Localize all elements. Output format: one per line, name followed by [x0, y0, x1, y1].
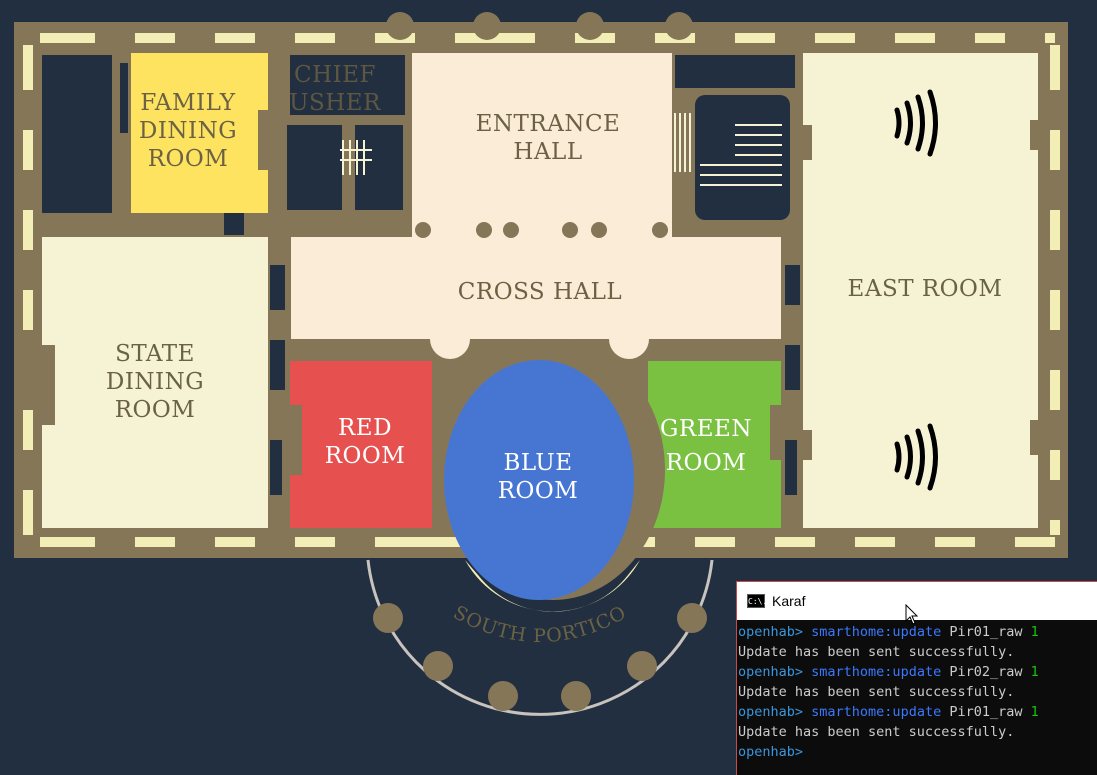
- console-argument: Pir01_raw: [941, 704, 1023, 720]
- room-state-dining[interactable]: [42, 237, 268, 528]
- room-blue[interactable]: [444, 360, 634, 600]
- columns: [415, 222, 668, 238]
- room-red[interactable]: [290, 361, 432, 528]
- console-command-line: openhab> smarthome:update Pir01_raw 1: [738, 622, 1097, 642]
- room-label-line: DINING: [139, 118, 237, 144]
- console-value: 1: [1022, 704, 1039, 720]
- room-label-line: ROOM: [498, 478, 579, 504]
- room-label-line: GREEN: [660, 416, 752, 442]
- room-cross-hall[interactable]: [291, 237, 781, 339]
- room-label-line: ROOM: [148, 146, 229, 172]
- room-label-line: ROOM: [115, 397, 196, 423]
- console-value: 1: [1022, 664, 1039, 680]
- room-family-dining[interactable]: [131, 53, 268, 213]
- console-prompt: openhab>: [738, 664, 804, 680]
- room-label-line: HALL: [513, 139, 582, 165]
- console-argument: Pir01_raw: [941, 624, 1023, 640]
- console-prompt: openhab>: [738, 624, 804, 640]
- room-label-line: BLUE: [503, 450, 572, 476]
- room-entrance-hall[interactable]: [412, 53, 672, 238]
- console-response: Update has been sent successfully.: [738, 644, 1015, 660]
- console-value: 1: [1022, 624, 1039, 640]
- console-output-line: Update has been sent successfully.: [738, 722, 1097, 742]
- stairs: [340, 113, 782, 186]
- console-output-line: Update has been sent successfully.: [738, 642, 1097, 662]
- cmd-icon: C:\.: [747, 594, 767, 608]
- console-command-line: openhab>: [738, 742, 1097, 762]
- room-label-line: CROSS HALL: [458, 279, 622, 305]
- room-east[interactable]: [803, 53, 1038, 528]
- label-east-room: EAST ROOM: [848, 276, 1003, 302]
- mouse-cursor-icon: [905, 604, 919, 625]
- console-output-line: Update has been sent successfully.: [738, 682, 1097, 702]
- console-argument: Pir02_raw: [941, 664, 1023, 680]
- console-command: smarthome:update: [803, 624, 942, 640]
- console-prompt: openhab>: [738, 744, 804, 760]
- console-command-line: openhab> smarthome:update Pir02_raw 1: [738, 662, 1097, 682]
- console-command-line: openhab> smarthome:update Pir01_raw 1: [738, 702, 1097, 722]
- console-response: Update has been sent successfully.: [738, 684, 1015, 700]
- room-label-line: ENTRANCE: [476, 111, 621, 137]
- room-green[interactable]: [648, 361, 781, 528]
- label-green-room: GREEN ROOM: [660, 416, 752, 476]
- label-cross-hall: CROSS HALL: [458, 279, 622, 305]
- room-label-line: STATE: [115, 341, 195, 367]
- room-label-line: CHIEF: [294, 62, 376, 88]
- room-label-line: RED: [338, 415, 392, 441]
- motion-wave-icon[interactable]: [894, 423, 938, 491]
- room-label-line: DINING: [106, 369, 204, 395]
- console-prompt: openhab>: [738, 704, 804, 720]
- room-label-line: EAST ROOM: [848, 276, 1003, 302]
- service-areas: [42, 55, 800, 495]
- rooms: [42, 53, 1038, 612]
- room-label-line: ROOM: [666, 450, 747, 476]
- room-label-line: USHER: [289, 90, 381, 116]
- room-label-line: ROOM: [325, 443, 406, 469]
- south-portico-label: SOUTH PORTICO: [450, 601, 631, 647]
- console-response: Update has been sent successfully.: [738, 724, 1015, 740]
- motion-wave-icon[interactable]: [894, 89, 938, 157]
- console-command: smarthome:update: [803, 704, 942, 720]
- console-command: smarthome:update: [803, 664, 942, 680]
- console-title: Karaf: [772, 593, 806, 609]
- room-label-line: FAMILY: [140, 90, 236, 116]
- console-titlebar[interactable]: C:\. Karaf: [737, 582, 1097, 620]
- karaf-console-window[interactable]: C:\. Karaf openhab> smarthome:update Pir…: [736, 581, 1097, 775]
